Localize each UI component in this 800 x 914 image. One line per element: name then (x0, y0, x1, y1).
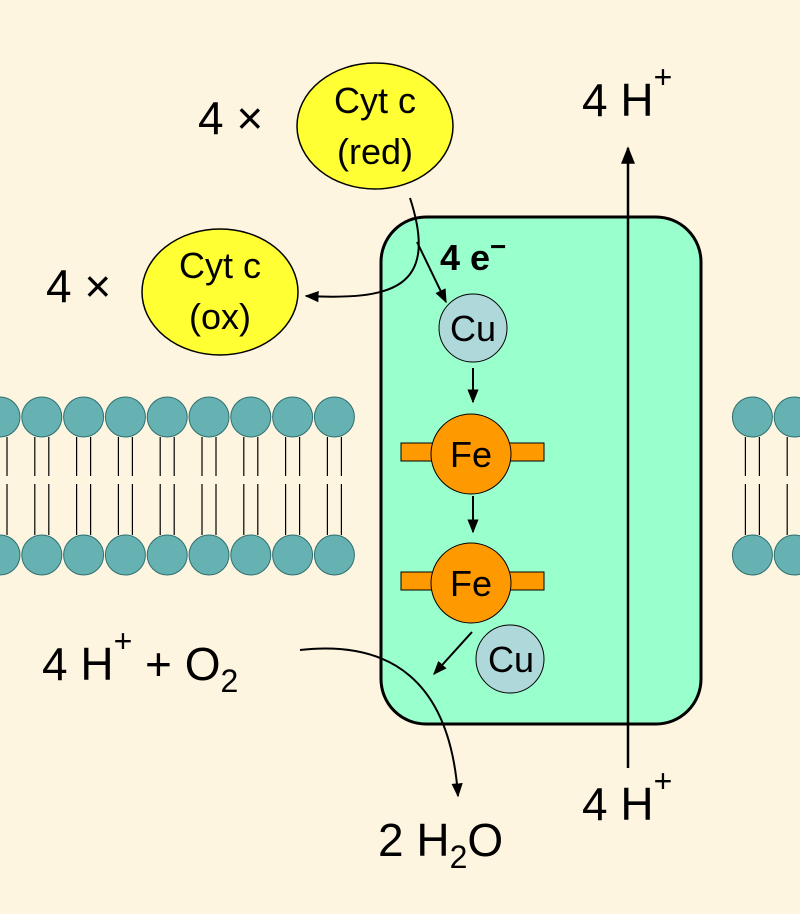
lipid-head (731, 534, 773, 576)
copper-b-center (475, 624, 545, 694)
electrons-label: 4 e− (440, 231, 506, 278)
lipid-heads (0, 396, 800, 576)
lipid-head (0, 534, 21, 576)
lipid-head (272, 534, 314, 576)
lipid-head (230, 534, 272, 576)
electron-entry-arrow (416, 241, 447, 304)
lipid-head (731, 396, 773, 438)
iron-heme-a3-label: Fe (450, 563, 492, 604)
iron-heme-a-center (430, 413, 512, 495)
substrate-label: 4 H+ + O2 (42, 623, 238, 699)
lipid-head (21, 396, 63, 438)
cytc-red-label-line1: Cyt c (334, 80, 416, 121)
cytc-oxidation-arrow (304, 197, 420, 303)
lipid-head (188, 534, 230, 576)
copper-a-label: Cu (450, 308, 496, 349)
lipid-head (63, 534, 105, 576)
lipid-head (104, 534, 146, 576)
cytc-ox-label-line2: (ox) (189, 296, 251, 337)
lipid-tails (6, 437, 788, 535)
lipid-head (188, 396, 230, 438)
lipid-head (272, 396, 314, 438)
oxygen-reduction-arrow (299, 647, 463, 798)
cytc-red-label-line2: (red) (337, 131, 413, 172)
cytochrome-c-oxidized (141, 228, 299, 356)
lipid-head (773, 396, 800, 438)
water-label: 2 H2O (378, 814, 503, 875)
lipid-head (0, 396, 21, 438)
copper-b-label: Cu (488, 639, 534, 680)
lipid-head (104, 396, 146, 438)
lipid-head (63, 396, 105, 438)
lipid-head (773, 534, 800, 576)
lipid-head (313, 396, 355, 438)
lipid-head (21, 534, 63, 576)
lipid-head (146, 396, 188, 438)
cytc-ox-count: 4 × (46, 260, 111, 312)
fe-to-oxygen-arrow (433, 631, 473, 676)
lipid-head (313, 534, 355, 576)
iron-heme-a-label: Fe (450, 434, 492, 475)
cytc-ox-label-line1: Cyt c (179, 245, 261, 286)
copper-a-center (438, 293, 508, 363)
cytochrome-c-reduced (296, 62, 454, 190)
lipid-head (230, 396, 272, 438)
cytc-red-count: 4 × (198, 92, 263, 144)
protons-out-label: 4 H+ (582, 59, 672, 126)
lipid-head (146, 534, 188, 576)
iron-heme-a3-center (430, 542, 512, 624)
protons-in-label: 4 H+ (582, 763, 672, 830)
